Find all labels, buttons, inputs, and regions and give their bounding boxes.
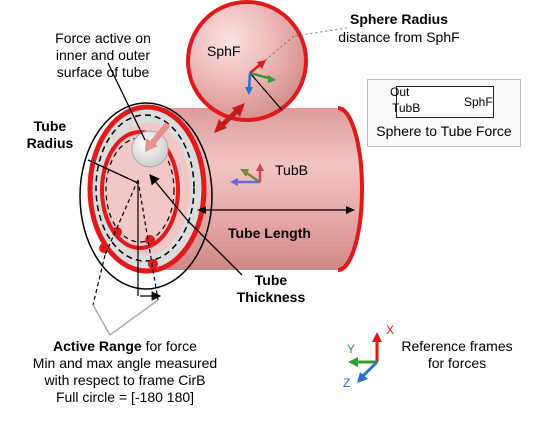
active-range-note: Active Range for force Min and max angle… xyxy=(20,338,230,406)
tube-frame xyxy=(230,163,264,186)
tubb-frame-label: TubB xyxy=(275,162,308,178)
force-active-note: Force active on inner and outer surface … xyxy=(40,30,166,81)
force-active-line-2: inner and outer xyxy=(55,47,151,63)
active-range-rest: for force xyxy=(141,338,197,354)
tube-radius-line-1: Tube xyxy=(33,118,67,134)
port-sphf-label: SphF xyxy=(464,95,493,109)
tube-length-label: Tube Length xyxy=(228,225,311,241)
tube-thickness-line-2: Thickness xyxy=(236,289,306,305)
force-active-line-1: Force active on xyxy=(55,30,151,46)
block-caption: Sphere to Tube Force xyxy=(376,123,512,139)
port-tubb-label: TubB xyxy=(392,101,421,115)
reference-frames-line-1: Reference frames xyxy=(401,338,513,354)
port-out-label: Out xyxy=(390,85,410,99)
axis-x-label: X xyxy=(386,323,395,337)
tube-length-dimension xyxy=(197,206,355,214)
tube-thickness-label: Tube Thickness xyxy=(226,272,316,306)
active-range-line-4: Full circle = [-180 180] xyxy=(55,389,195,405)
active-range-heading: Active Range for force xyxy=(20,338,230,355)
tube-thickness-line-1: Tube xyxy=(254,272,288,288)
active-range-line-2: Min and max angle measured xyxy=(32,355,218,371)
contact-force-arrow xyxy=(214,103,245,133)
tube xyxy=(79,102,364,306)
sphere-radius-title: Sphere Radius xyxy=(349,11,449,27)
axis-y-label: Y xyxy=(347,342,356,356)
sphere xyxy=(186,0,308,122)
force-active-line-3: surface of tube xyxy=(56,64,150,80)
reference-frames-line-2: for forces xyxy=(427,355,487,371)
sphere-radius-desc: distance from SphF xyxy=(338,29,460,45)
reference-frames-note: Reference frames for forces xyxy=(392,338,522,372)
sphf-frame-label: SphF xyxy=(207,43,241,59)
block-body xyxy=(396,86,494,118)
axis-z-label: Z xyxy=(343,376,351,390)
tube-radius-label: Tube Radius xyxy=(20,118,80,152)
active-range-line-3: with respect to frame CirB xyxy=(44,372,206,388)
active-range-bold: Active Range xyxy=(53,338,142,354)
sphere-to-tube-force-block[interactable]: Out TubB SphF Sphere to Tube Force xyxy=(367,79,521,147)
reference-frame-axes xyxy=(348,332,382,383)
tube-radius-line-2: Radius xyxy=(26,135,74,151)
leader-lines xyxy=(87,27,348,336)
